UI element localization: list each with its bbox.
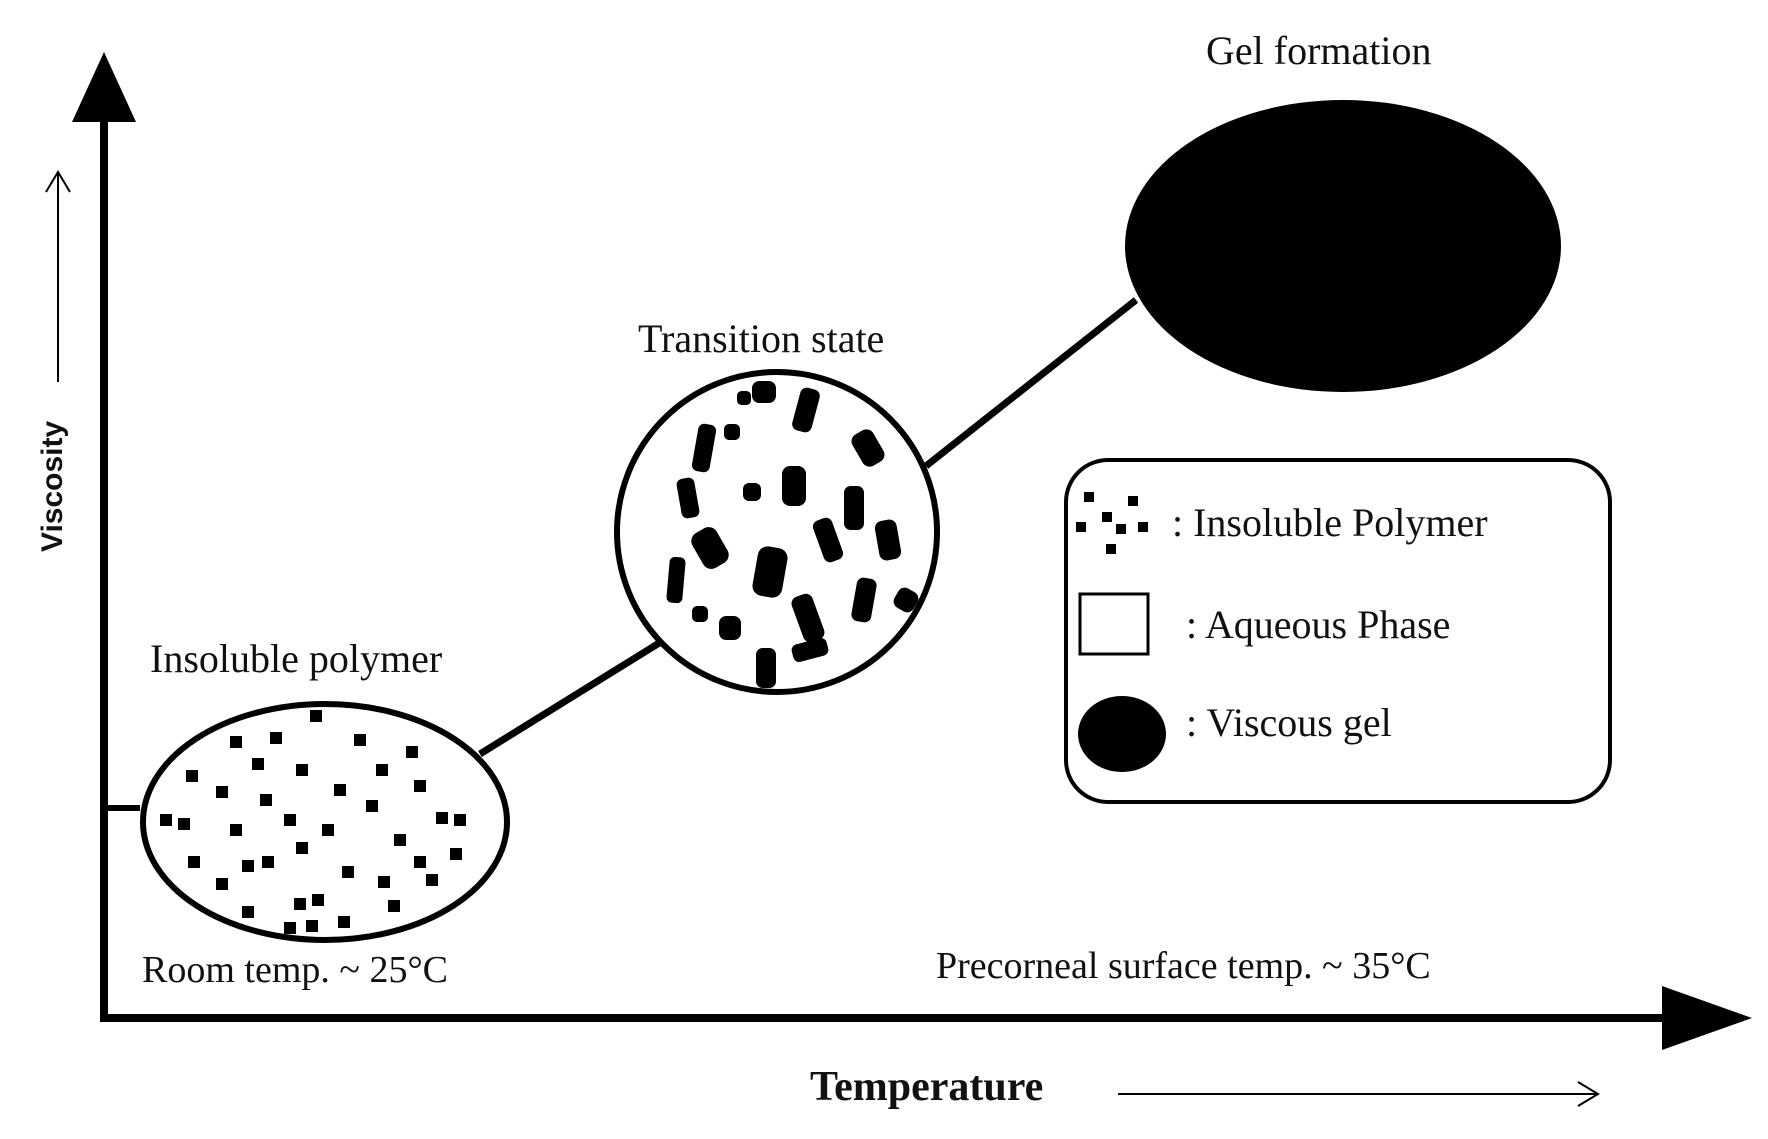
- gel-state: [1125, 100, 1561, 392]
- polymer-aggregate: [791, 593, 825, 643]
- polymer-dot: [270, 732, 282, 744]
- progression-path: [104, 297, 1139, 811]
- polymer-dot: [284, 814, 296, 826]
- filled-circle-icon: [1078, 696, 1166, 772]
- polymer-dot: [230, 824, 242, 836]
- polymer-dot: [406, 746, 418, 758]
- legend-label-insoluble-polymer: : Insoluble Polymer: [1172, 500, 1488, 545]
- polymer-aggregate: [812, 517, 844, 563]
- connector-ellipse-to-circle: [478, 637, 666, 757]
- dots-icon: [1076, 492, 1148, 554]
- y-axis-arrowhead: [72, 52, 136, 122]
- polymer-dot: [178, 818, 190, 830]
- legend-item-insoluble-polymer: : Insoluble Polymer: [1076, 492, 1488, 554]
- polymer-dot: [414, 856, 426, 868]
- polymer-aggregate: [691, 423, 717, 473]
- polymer-dot: [378, 876, 390, 888]
- polymer-dot: [242, 906, 254, 918]
- legend-label-aqueous-phase: : Aqueous Phase: [1186, 602, 1450, 647]
- polymer-aggregate: [692, 606, 708, 622]
- y-axis-label-arrow-head: [45, 170, 71, 193]
- polymer-dot: [160, 814, 172, 826]
- polymer-aggregate: [874, 519, 902, 561]
- polymer-dot: [334, 784, 346, 796]
- legend-item-aqueous-phase: : Aqueous Phase: [1078, 592, 1450, 656]
- x-axis-label-arrow-head: [1577, 1081, 1600, 1107]
- polymer-dot: [450, 848, 462, 860]
- polymer-aggregate: [851, 577, 877, 623]
- polymer-aggregate: [719, 616, 741, 640]
- polymer-dot: [262, 856, 274, 868]
- polymer-dot: [310, 710, 322, 722]
- square-icon: [1078, 592, 1150, 656]
- polymer-aggregate: [743, 483, 761, 501]
- polymer-aggregate: [676, 477, 700, 519]
- polymer-dot: [296, 842, 308, 854]
- viscous-gel-ellipse: [1125, 100, 1561, 392]
- polymer-dot: [394, 834, 406, 846]
- polymer-aggregates: [666, 381, 919, 688]
- room-temp-label: Room temp. ~ 25°C: [142, 949, 448, 991]
- x-axis-arrowhead: [1662, 986, 1752, 1050]
- polymer-aggregate: [791, 637, 829, 663]
- polymer-dot: [294, 898, 306, 910]
- polymer-aggregate: [792, 387, 820, 433]
- polymer-dot: [312, 894, 324, 906]
- y-axis-label: Viscosity: [36, 420, 69, 552]
- polymer-aggregate: [756, 648, 776, 688]
- polymer-dots: [160, 710, 466, 934]
- insoluble-polymer-label: Insoluble polymer: [150, 636, 442, 681]
- polymer-dot: [260, 794, 272, 806]
- polymer-aggregate: [666, 556, 686, 604]
- polymer-dot: [354, 734, 366, 746]
- polymer-dot: [284, 922, 296, 934]
- polymer-dot: [216, 786, 228, 798]
- polymer-dot: [296, 764, 308, 776]
- polymer-aggregate: [844, 486, 864, 530]
- transition-state-label: Transition state: [638, 316, 884, 361]
- polymer-dot: [188, 856, 200, 868]
- legend-box: [1064, 458, 1612, 804]
- polymer-aggregate: [691, 527, 729, 569]
- polymer-dot: [366, 800, 378, 812]
- polymer-aggregate: [752, 546, 788, 598]
- polymer-dot: [376, 764, 388, 776]
- y-axis: [72, 52, 136, 1018]
- connector-circle-to-gel: [923, 297, 1139, 469]
- precorneal-temp-label: Precorneal surface temp. ~ 35°C: [936, 945, 1431, 987]
- gel-formation-label: Gel formation: [1206, 28, 1432, 73]
- polymer-dot: [414, 780, 426, 792]
- x-axis: [100, 986, 1752, 1050]
- insoluble-polymer-state: [140, 701, 510, 943]
- polymer-dot: [252, 758, 264, 770]
- polymer-aggregate: [782, 466, 806, 506]
- polymer-dot: [342, 866, 354, 878]
- polymer-dot: [388, 900, 400, 912]
- x-axis-label-group: Temperature: [810, 1064, 1600, 1110]
- polymer-dot: [322, 824, 334, 836]
- polymer-dot: [186, 770, 198, 782]
- x-axis-label: Temperature: [810, 1064, 1043, 1110]
- polymer-aggregate: [724, 424, 740, 440]
- legend: : Insoluble Polymer : Aqueous Phase : Vi…: [1064, 458, 1612, 804]
- polymer-dot: [338, 916, 350, 928]
- polymer-dot: [242, 860, 254, 872]
- transition-state: [614, 369, 940, 695]
- polymer-aggregate: [893, 587, 919, 613]
- polymer-aggregate: [737, 391, 751, 405]
- polymer-dot: [436, 812, 448, 824]
- polymer-dot: [230, 736, 242, 748]
- polymer-dot: [306, 920, 318, 932]
- polymer-aggregate: [851, 429, 885, 467]
- polymer-dot: [426, 874, 438, 886]
- polymer-dot: [216, 878, 228, 890]
- legend-item-viscous-gel: : Viscous gel: [1078, 696, 1392, 772]
- legend-label-viscous-gel: : Viscous gel: [1186, 700, 1392, 745]
- insoluble-polymer-ellipse: [140, 701, 510, 943]
- polymer-aggregate: [752, 381, 776, 403]
- polymer-dot: [454, 814, 466, 826]
- y-axis-label-group: Viscosity: [36, 170, 71, 552]
